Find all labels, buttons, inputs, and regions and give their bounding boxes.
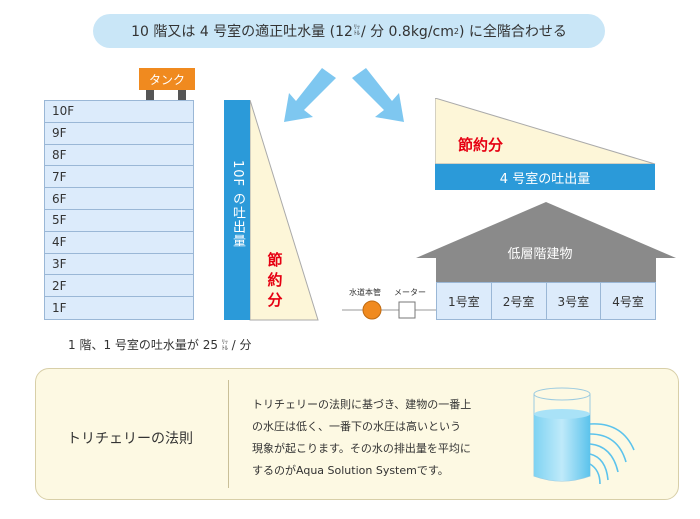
panel-divider [228,380,229,488]
header-superscript: 2 [453,26,459,36]
header-unit-top: ﾘｯ [353,24,360,31]
savings-label-horizontal: 節約分 [458,136,504,154]
room-label: 1号室 [448,294,480,309]
main-pipe-label: 水道本管 [349,288,381,297]
horizontal-savings-triangle [435,98,656,165]
header-text-tail: ) に全階合わせる [458,24,567,40]
floor-label: 9F [52,126,67,141]
floor-label: 1F [52,301,67,316]
floor-9f: 9F [45,122,193,145]
bar-label: 4 号室の吐出量 [499,171,591,187]
meter-icon [398,301,416,319]
panel-text-line: トリチェリーの法則に基づき、建物の一番上 [252,398,472,411]
header-unit-bottom: ﾄﾙ [353,30,360,37]
caption-unit-bottom: ﾄﾙ [221,344,228,352]
caption-text-post: / 分 [231,338,252,352]
low-building-roof [416,202,676,282]
floor-5f: 5F [45,209,193,232]
vertical-savings-triangle [249,100,319,321]
floor-label: 6F [52,191,67,206]
floor-10f: 10F [45,101,193,123]
savings-char: 節 [267,251,283,269]
floor-label: 4F [52,235,67,250]
glass-icon [533,387,591,482]
panel-text-line: 現象が起こります。その水の排出量を平均に [252,442,471,455]
main-pipe-icon [362,300,382,320]
room4-flow-bar: 4 号室の吐出量 [435,164,655,190]
savings-char: 約 [267,271,283,289]
caption-unit-top: ﾘｯ [221,338,228,346]
caption-text-pre: 1 階、1 号室の吐水量が 25 [68,338,218,352]
room-2: 2号室 [492,283,547,319]
floor-1f: 1F [45,297,193,319]
savings-char: 分 [267,291,283,309]
floor-label: 5F [52,213,67,228]
floor-6f: 6F [45,188,193,210]
panel-title: トリチェリーの法則 [67,431,193,447]
floor-7f: 7F [45,166,193,189]
arrows [284,68,404,122]
caption-unit: ﾘｯ ﾄﾙ [221,338,228,352]
room-label: 2号室 [502,294,535,309]
meter-label: メーター [394,288,426,297]
floor-label: 2F [52,278,67,293]
floor-label: 3F [52,256,67,271]
room-1: 1号室 [437,283,492,319]
room-label: 4号室 [612,294,644,309]
floor-label: 7F [52,169,67,184]
left-arrow-icon [284,68,336,122]
tank-label: タンク [148,72,185,87]
water-glass-illustration [533,387,635,485]
column-label: 10F の吐出量 [230,160,245,249]
room-label: 3号室 [557,294,590,309]
tank-leg-right [178,90,186,100]
floor-8f: 8F [45,144,193,167]
low-building-title: 低層階建物 [507,247,573,262]
panel-text-line: するのがAqua Solution Systemです。 [252,464,449,477]
top-floor-flow-bar: 10F の吐出量 [224,100,250,320]
floor-4f: 4F [45,231,193,254]
header-unit: ﾘｯ ﾄﾙ [354,25,360,37]
room-3: 3号室 [547,283,602,319]
header-banner: 10 階又は 4 号室の適正吐水量 (12 ﾘｯ ﾄﾙ / 分 0.8kg/cm… [93,14,605,48]
header-text-pre: 10 階又は 4 号室の適正吐水量 (12 [131,24,353,40]
pipe-assembly [342,300,436,320]
room-4: 4号室 [601,283,655,319]
floor-2f: 2F [45,275,193,298]
floor-3f: 3F [45,253,193,276]
right-arrow-icon [352,68,404,122]
low-building-rooms: 1号室 2号室 3号室 4号室 [436,282,656,320]
high-rise-building: 10F 9F 8F 7F 6F 5F 4F 3F 2F 1F [44,100,194,320]
floor-label: 10F [52,104,75,119]
water-streams-icon [589,423,635,485]
savings-label-vertical: 節 約 分 [266,250,284,310]
water-tank: タンク [139,68,195,90]
floor-label: 8F [52,147,67,162]
header-text-post: / 分 0.8kg/cm [360,24,454,40]
first-floor-caption: 1 階、1 号室の吐水量が 25 ﾘｯ ﾄﾙ / 分 [68,336,252,353]
panel-text-line: の水圧は低く、一番下の水圧は高いという [252,420,461,433]
tank-leg-left [146,90,154,100]
